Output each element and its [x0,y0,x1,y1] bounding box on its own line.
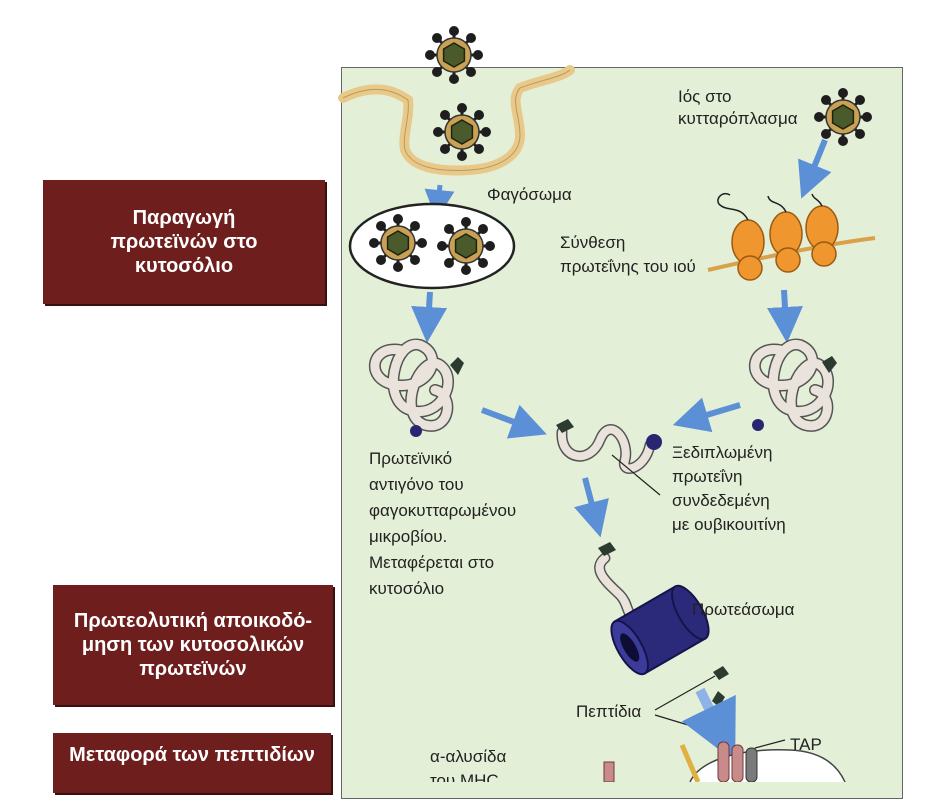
box2-line-2: μηση των κυτοσολικών [81,634,305,656]
box2-line-1: Πρωτεολυτική αποικοδό- [73,610,313,632]
leader-line [654,675,716,711]
unfolded-label-line-1: Ξεδιπλωμένη [672,443,772,462]
tap-transporter-icon [717,741,758,782]
arrow-icon [672,397,741,433]
peptide-fragment [712,691,725,707]
er-membrane [689,749,846,782]
ribosome-icon [717,193,765,281]
folded-protein-antigen [369,338,464,437]
label-box-proteolytic-degradation: Πρωτεολυτική αποικοδό- μηση των κυτοσολι… [53,585,333,705]
virus-label-line-1: Ιός στο [678,87,732,106]
antigen-label-line-1: Πρωτεϊνικό [369,449,452,468]
alpha-chain-label-line-1: α-αλυσίδα [430,747,506,766]
box3-line-1: Μεταφορά των πεπτιδίων [69,744,315,766]
antigen-label-line-2: αντιγόνο του [369,475,464,494]
arrow-icon [411,291,448,343]
antigen-label-line-3: φαγοκυτταρωμένου [369,501,516,520]
antigen-label-line-5: Μεταφέρεται στο [369,553,494,572]
arrow-icon [574,477,609,538]
box1-line-1: Παραγωγή [132,207,236,229]
alpha-chain-label-line-2: του MHC [430,771,499,782]
box2-line-3: πρωτεϊνών [139,658,247,680]
label-box-protein-production: Παραγωγή πρωτεϊνών στο κυτοσόλιο [43,180,325,304]
virus-icon [431,101,493,163]
arrow-icon [798,138,832,199]
virus-icon [435,215,497,277]
leader-line [611,454,661,496]
antigen-label-line-4: μικροβίου. [369,527,447,546]
tap-label: TAP [790,735,822,754]
box1-line-3: κυτοσόλιο [134,255,234,277]
ribosome-icon [767,195,803,273]
arrow-icon [424,184,455,220]
peptides-label: Πεπτίδια [576,702,641,721]
unfolded-label-line-4: με ουβικουιτίνη [672,515,786,534]
pathway-diagram: Φαγόσωμα Ιός στο κυτταρόπλασμα Σύνθεση π… [338,24,876,782]
unfolded-label-line-3: συνδεδεμένη [672,491,770,510]
virus-icon [423,24,485,86]
arrow-icon [480,404,547,439]
proteasome-icon [610,584,710,676]
unfolded-protein [556,419,662,474]
phagosome-label: Φαγόσωμα [487,185,572,204]
virus-icon [812,86,874,148]
peptide-fragment [713,666,729,680]
arrow-icon [681,687,736,762]
proteasome-label: Πρωτεάσωμα [692,600,795,619]
leader-line [754,739,786,749]
ribosome-icon [805,193,839,267]
virus-label-line-2: κυτταρόπλασμα [678,109,798,128]
phagosome-vesicle [348,202,516,290]
synthesis-label-line-1: Σύνθεση [560,233,625,252]
protein-entering-proteasome [594,542,646,626]
virus-icon [367,212,429,274]
antigen-label-line-6: κυτοσόλιο [369,579,444,598]
peptide-fragment [700,726,714,738]
synthesis-label-line-2: πρωτεΐνης του ιού [560,257,696,276]
box1-line-2: πρωτεϊνών στο [110,231,258,253]
mhc-alpha-chain-icon [603,744,701,782]
leader-line [654,714,699,729]
unfolded-label-line-2: πρωτεΐνη [672,467,742,486]
folded-protein-viral [749,338,837,432]
arrow-icon [767,289,803,343]
